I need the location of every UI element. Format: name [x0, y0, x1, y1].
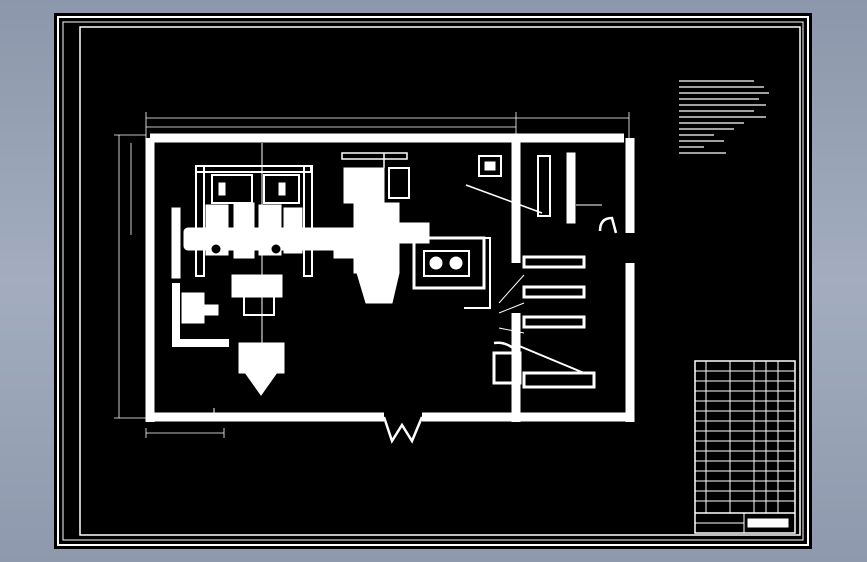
equipment-right-room: [465, 152, 602, 224]
equipment-line-left: [171, 143, 340, 421]
doors: [382, 216, 618, 444]
equipment-line-center: [333, 152, 491, 309]
title-block: [694, 360, 796, 534]
floor-plan-drawing: [57, 16, 809, 546]
drawing-sheet: [54, 13, 812, 549]
sheet-border: [57, 16, 809, 546]
storage-racks: [492, 255, 596, 389]
dimension-lines: [114, 112, 630, 438]
technical-notes: [679, 80, 769, 154]
